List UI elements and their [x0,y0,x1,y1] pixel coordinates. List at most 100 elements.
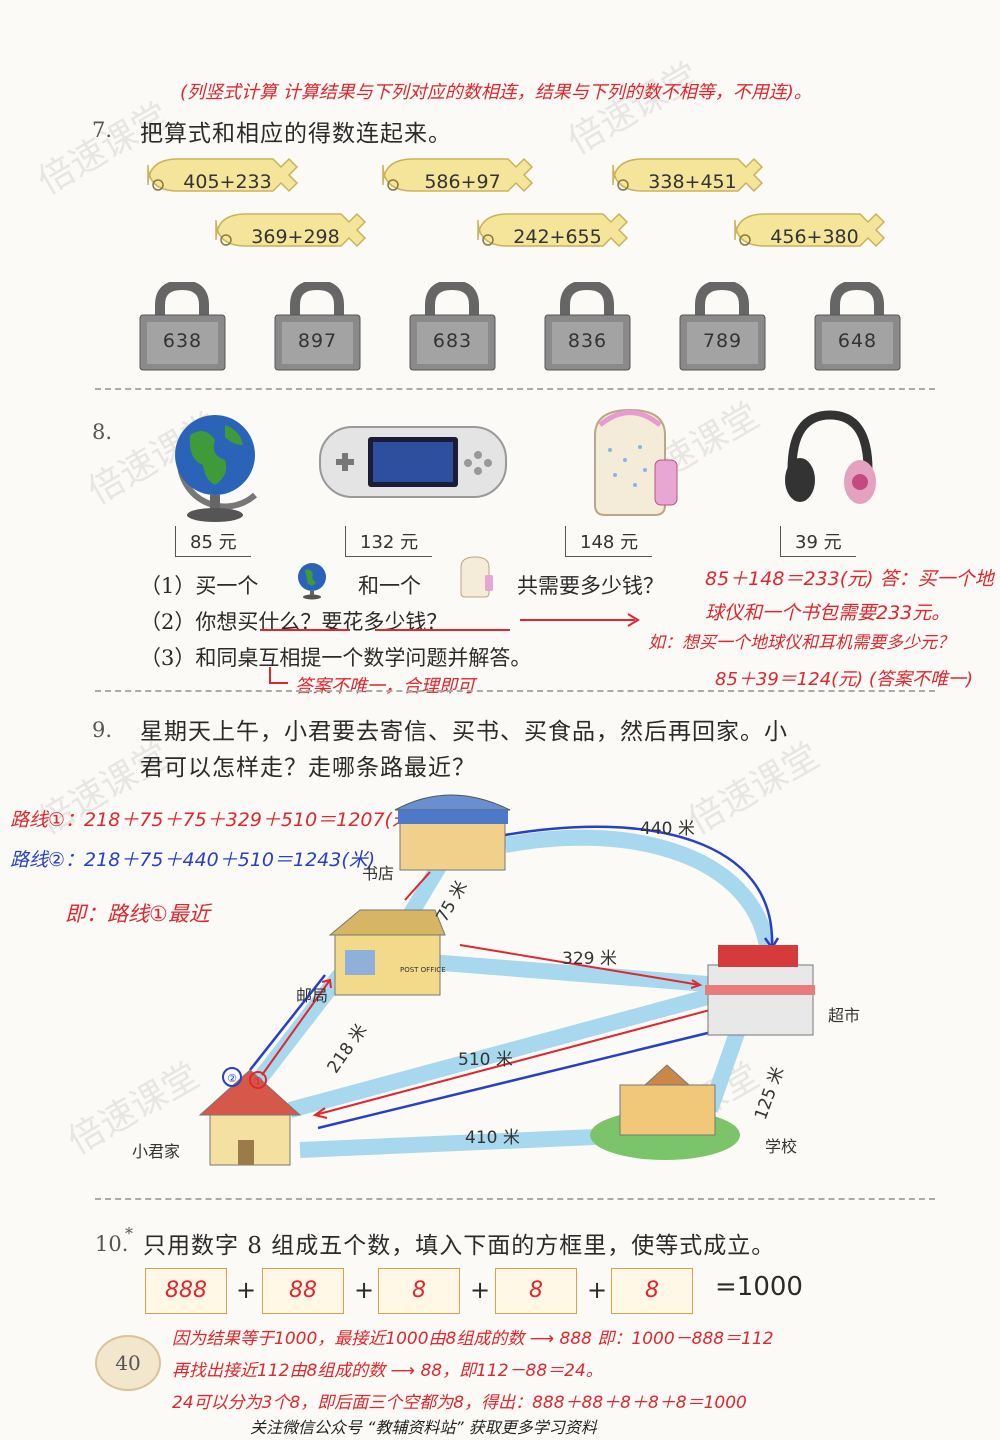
padlock-number: 789 [702,330,743,352]
route1-calculation: 路线①：218＋75＋75＋329＋510＝1207(米) [10,809,419,831]
answer-box[interactable]: 888 [145,1268,227,1314]
backpack-icon [575,405,685,524]
answer-box-value: 8 [645,1278,659,1303]
key-expression-card[interactable]: 242+655 [470,210,640,270]
q7-text: 把算式和相应的得数连起来。 [140,121,452,147]
padlock-icon [409,282,496,371]
q10-explanation-2: 再找出接近112由8组成的数 ⟶ 88，即112－88＝24。 [172,1361,603,1381]
q8-number: 8. [92,420,113,444]
q10-text: 只用数字 8 组成五个数，填入下面的方框里，使等式成立。 [143,1233,776,1259]
supermarket-building [705,945,815,1036]
post-office-building [328,909,446,996]
key-expression-text: 242+655 [513,226,602,248]
page-number: 40 [115,1351,141,1375]
plus-sign: + [470,1276,491,1304]
key-icon [215,212,367,248]
page-number-badge: 40 [95,1335,161,1391]
q9-text-line2: 君可以怎样走？走哪条路最近？ [140,755,476,781]
padlock-number: 683 [432,330,473,352]
game-console-icon [318,425,508,504]
q10-explanation-1: 因为结果等于1000，最接近1000由8组成的数 ⟶ 888 即：1000－88… [172,1329,774,1349]
globe-icon [295,560,329,604]
padlock[interactable]: 648 [810,282,905,372]
equation-result: =1000 [715,1272,803,1302]
key-expression-text: 369+298 [251,226,340,248]
key-icon [612,157,764,193]
distance-329: 329 米 [562,949,617,969]
key-expression-card[interactable]: 586+97 [375,155,545,215]
q10-star: * [125,1224,133,1243]
key-expression-text: 586+97 [424,171,501,193]
q8-sub1-c: 共需要多少钱？ [517,574,664,598]
divider [95,388,935,390]
footer-note: 关注微信公众号 “教辅资料站” 获取更多学习资料 [250,1418,597,1437]
price-tag: 148 元 [565,526,653,557]
answer-box[interactable]: 8 [378,1268,460,1314]
key-icon [734,212,886,248]
key-expression-text: 338+451 [648,171,737,193]
route-conclusion: 即：路线①最近 [65,902,210,926]
price-tag: 39 元 [780,526,856,557]
padlock[interactable]: 638 [135,282,230,372]
home-building [198,1069,302,1166]
padlock[interactable]: 789 [675,282,770,372]
key-expression-card[interactable]: 405+233 [140,155,310,215]
plus-sign: + [236,1276,257,1304]
place-school: 学校 [765,1137,798,1156]
answer-box-value: 8 [412,1278,426,1303]
padlock-number: 897 [297,330,338,352]
key-expression-card[interactable]: 338+451 [605,155,775,215]
distance-440: 440 米 [640,819,695,839]
padlock[interactable]: 683 [405,282,500,372]
divider [95,1198,935,1200]
q10-explanation-3: 24可以分为3个8，即后面三个空都为8，得出：888＋88＋8＋8＋8＝1000 [172,1393,747,1413]
q8-answer2-line2: 85＋39＝124(元) (答案不唯一) [715,669,973,690]
bookstore-building [394,794,511,871]
q10-number: 10. [95,1232,129,1256]
key-icon [147,157,299,193]
key-expression-card[interactable]: 369+298 [208,210,378,270]
key-expression-text: 456+380 [770,226,859,248]
q7-number: 7. [92,118,113,142]
place-supermarket: 超市 [828,1006,861,1025]
answer-box-value: 88 [289,1278,317,1303]
plus-sign: + [354,1276,375,1304]
answer-box[interactable]: 88 [262,1268,344,1314]
route2-mark: ② [227,1072,237,1085]
answer-box-value: 888 [165,1278,207,1303]
route2-calculation: 路线②：218＋75＋440＋510＝1243(米) [10,849,376,871]
q8-sub3: （3）和同桌互相提一个数学问题并解答。 [140,646,532,670]
q8-sub1-a: （1）买一个 [140,574,259,598]
padlock[interactable]: 897 [270,282,365,372]
school-building [590,1064,740,1160]
answer-box[interactable]: 8 [611,1268,693,1314]
answer-box-value: 8 [529,1278,543,1303]
headphones-icon [780,410,880,514]
padlock-icon [679,282,766,371]
q8-answer1-line1: 85＋148＝233(元) 答：买一个地 [705,568,994,590]
padlock-icon [544,282,631,371]
plus-sign: + [587,1276,608,1304]
backpack-icon [455,555,495,603]
price-tag: 132 元 [345,526,433,557]
answer-box[interactable]: 8 [495,1268,577,1314]
distance-510: 510 米 [458,1050,513,1070]
padlock-icon [274,282,361,371]
padlock-icon [814,282,901,371]
padlock-number: 836 [567,330,608,352]
q8-answer1-line2: 球仪和一个书包需要233元。 [705,602,951,624]
padlock[interactable]: 836 [540,282,635,372]
handwritten-note-top: (列竖式计算 计算结果与下列对应的数相连，结果与下列的数不相等，不用连)。 [180,82,812,103]
key-expression-text: 405+233 [183,171,272,193]
q8-sub1-b: 和一个 [358,574,421,598]
price-tag: 85 元 [175,526,251,557]
key-icon [477,212,629,248]
place-bookstore: 书店 [362,864,395,883]
distance-410: 410 米 [465,1128,520,1148]
q9-text-line1: 星期天上午，小君要去寄信、买书、买食品，然后再回家。小 [140,719,788,745]
q8-answer2-line1: 如：想买一个地球仪和耳机需要多少元？ [648,633,954,653]
divider [95,690,935,692]
globe-icon [160,400,270,529]
key-expression-card[interactable]: 456+380 [727,210,897,270]
